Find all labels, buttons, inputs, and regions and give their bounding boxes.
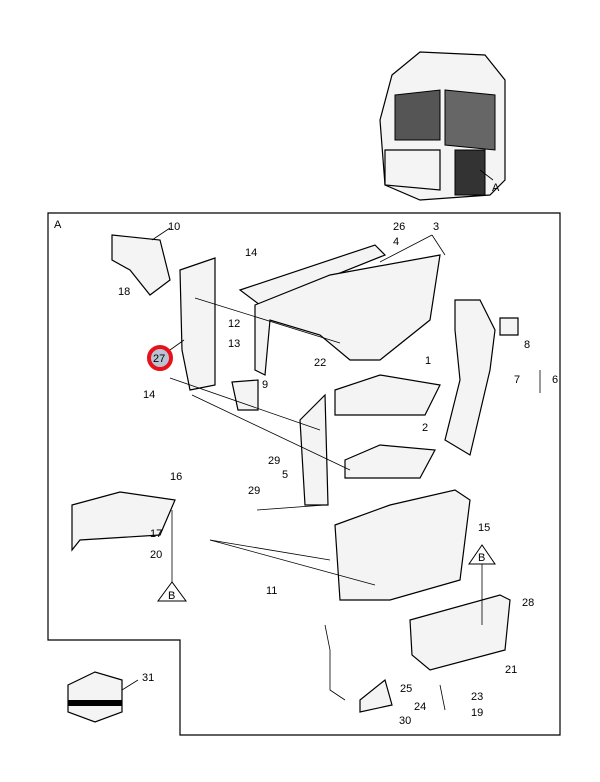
label-15: 15 — [478, 522, 490, 534]
frame-label-a: A — [54, 219, 62, 231]
label-31: 31 — [142, 672, 154, 684]
label-7: 7 — [514, 374, 520, 386]
label-22: 22 — [314, 357, 326, 369]
label-21: 21 — [505, 664, 517, 676]
ref-b-left: B — [168, 590, 175, 602]
label-13: 13 — [228, 338, 240, 350]
part-number-labels: 10 14 26 3 4 18 12 13 22 14 9 1 8 7 6 2 … — [118, 221, 558, 727]
reference-triangle-b-right — [468, 544, 496, 565]
label-26: 26 — [393, 221, 405, 233]
highlighted-part-27[interactable]: 27 — [147, 339, 185, 371]
leader-lines — [151, 227, 541, 711]
label-18: 18 — [118, 286, 130, 298]
label-29b: 29 — [248, 485, 260, 497]
item-31-package — [67, 671, 139, 723]
label-19: 19 — [471, 707, 483, 719]
reference-triangle-b-left — [157, 581, 187, 602]
label-23: 23 — [471, 691, 483, 703]
truck-cab-overview — [379, 51, 506, 201]
label-24: 24 — [414, 701, 426, 713]
label-3: 3 — [433, 221, 439, 233]
label-5: 5 — [282, 469, 288, 481]
label-9: 9 — [262, 379, 268, 391]
label-2: 2 — [422, 422, 428, 434]
label-1: 1 — [425, 355, 431, 367]
label-17: 17 — [150, 528, 162, 540]
label-6: 6 — [552, 374, 558, 386]
part-shapes — [71, 234, 519, 713]
label-4: 4 — [393, 236, 399, 248]
label-8: 8 — [524, 339, 530, 351]
label-29a: 29 — [268, 455, 280, 467]
view-label-a: A — [492, 182, 500, 194]
label-12: 12 — [228, 318, 240, 330]
ref-b-right: B — [478, 552, 485, 564]
label-16: 16 — [170, 471, 182, 483]
label-10: 10 — [168, 221, 180, 233]
label-14b: 14 — [143, 389, 155, 401]
label-14a: 14 — [245, 247, 257, 259]
label-25: 25 — [400, 683, 412, 695]
callout-27: 27 — [153, 353, 165, 365]
label-28: 28 — [522, 597, 534, 609]
label-30: 30 — [399, 715, 411, 727]
label-20: 20 — [150, 549, 162, 561]
label-11: 11 — [266, 585, 277, 597]
detail-frame — [47, 212, 561, 736]
